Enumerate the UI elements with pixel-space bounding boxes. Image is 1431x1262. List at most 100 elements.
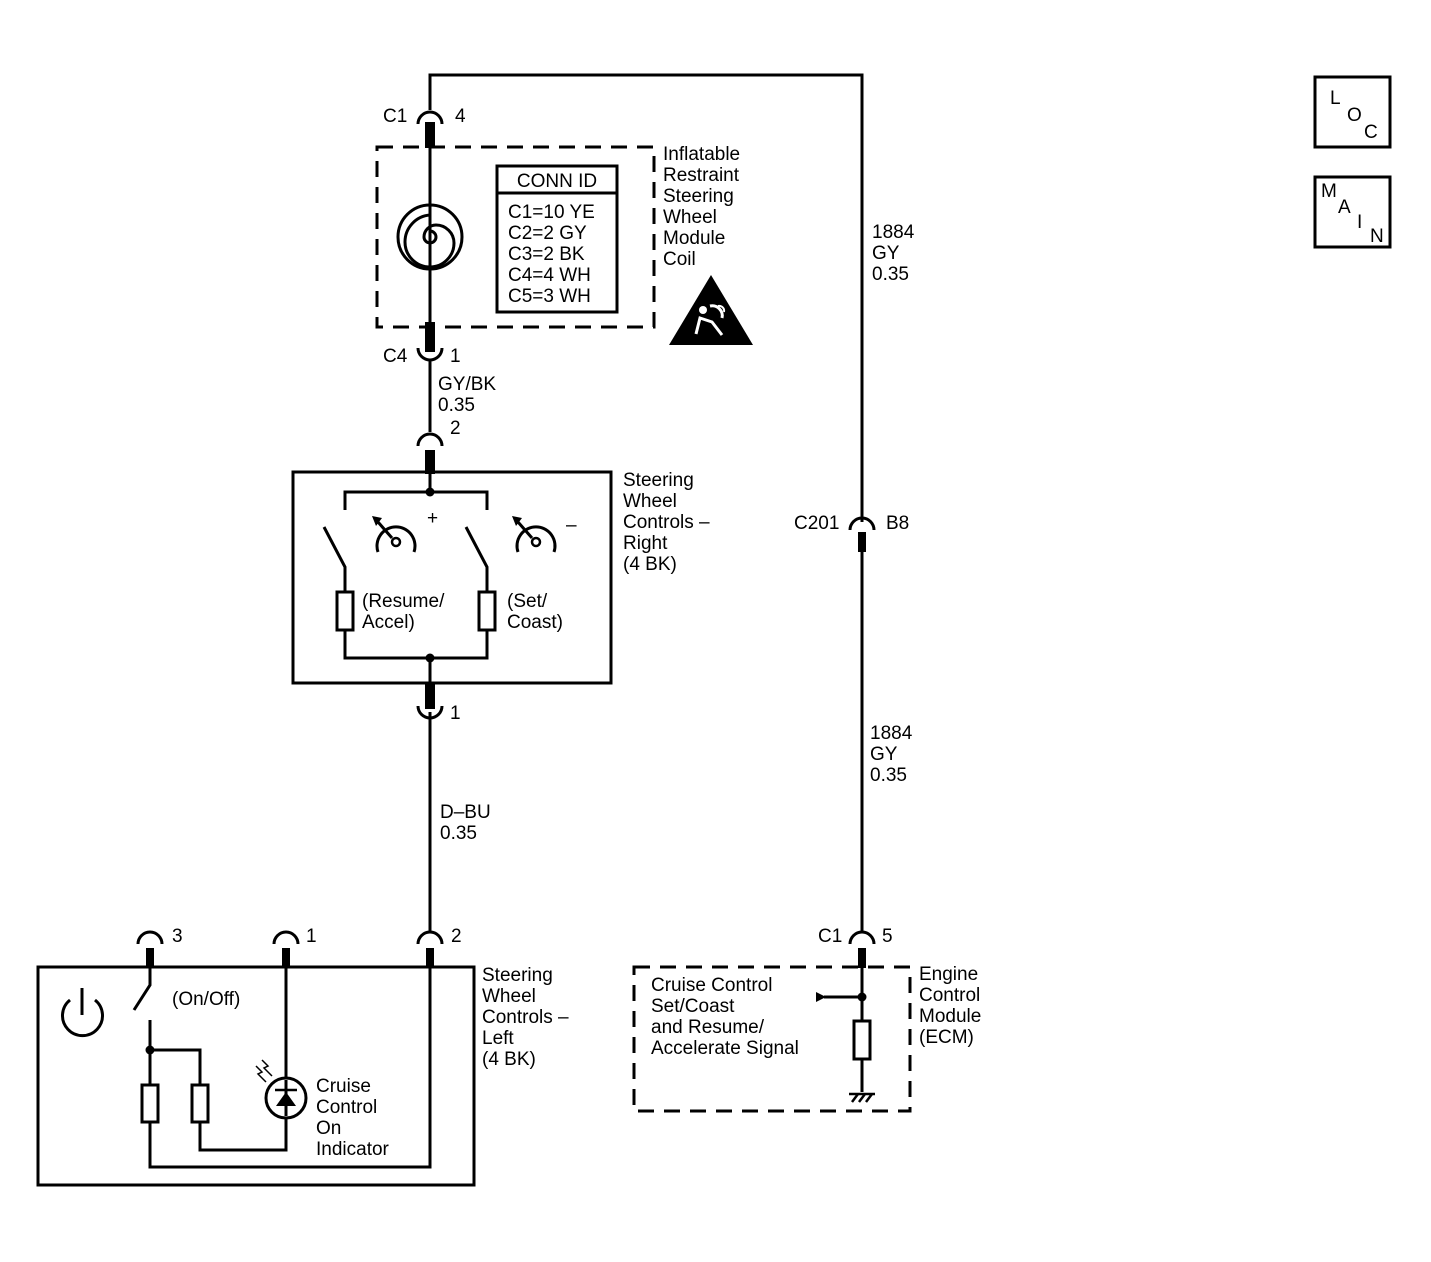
svg-text:Wheel: Wheel xyxy=(623,491,677,512)
svg-text:Controls –: Controls – xyxy=(482,1007,569,1028)
wire-label-gybk: GY/BK 0.35 xyxy=(438,374,496,416)
svg-text:Restraint: Restraint xyxy=(663,165,740,186)
ecm-boundary xyxy=(632,965,912,1113)
svg-text:GY/BK: GY/BK xyxy=(438,374,496,395)
left-controls-label: Steering Wheel Controls – Left (4 BK) xyxy=(482,965,569,1070)
svg-text:Wheel: Wheel xyxy=(663,207,717,228)
loc-button[interactable]: L O C xyxy=(1313,75,1392,149)
led-indicator-icon xyxy=(255,1059,308,1120)
right-controls-box xyxy=(291,470,613,685)
connector-c201-label: C201 xyxy=(794,513,839,534)
connector-left-pin2-label: 2 xyxy=(451,926,462,947)
right-controls-label: Steering Wheel Controls – Right (4 BK) xyxy=(623,470,710,575)
svg-text:Wheel: Wheel xyxy=(482,986,536,1007)
connector-stubs xyxy=(146,122,866,968)
connector-c4-label: C4 xyxy=(383,346,408,367)
svg-text:(Resume/: (Resume/ xyxy=(362,591,445,612)
resume-accel-label: (Resume/ Accel) xyxy=(362,591,445,633)
svg-text:Module: Module xyxy=(919,1006,981,1027)
connector-c1-pin4-arc xyxy=(416,110,444,125)
connector-c201-pin-label: B8 xyxy=(886,513,909,534)
resume-accel-resistor xyxy=(335,590,355,632)
plus-sign: + xyxy=(427,508,438,529)
ecm-signal-label: Cruise Control Set/Coast and Resume/ Acc… xyxy=(651,975,799,1059)
conn-id-row: C2=2 GY xyxy=(508,223,587,244)
svg-text:0.35: 0.35 xyxy=(440,823,477,844)
speedometer-plus-icon xyxy=(372,516,417,553)
svg-text:Controls –: Controls – xyxy=(623,512,710,533)
left-resistor-a xyxy=(140,1083,160,1124)
loc-letter-l: L xyxy=(1330,88,1341,109)
minus-sign: – xyxy=(566,515,577,536)
set-coast-label: (Set/ Coast) xyxy=(507,591,563,633)
wire-1884-gy-upper xyxy=(428,73,864,522)
connector-arcs xyxy=(136,110,876,945)
svg-text:Inflatable: Inflatable xyxy=(663,144,740,165)
clockspring-coil-icon xyxy=(396,203,464,271)
ecm-label: Engine Control Module (ECM) xyxy=(919,964,981,1048)
connector-right-pin1-label: 1 xyxy=(450,703,461,724)
svg-text:Steering: Steering xyxy=(623,470,694,491)
svg-text:(Set/: (Set/ xyxy=(507,591,548,612)
svg-text:Engine: Engine xyxy=(919,964,978,985)
connector-ecm-c1-label: C1 xyxy=(818,926,842,947)
conn-id-row: C5=3 WH xyxy=(508,286,591,307)
svg-text:Accelerate Signal: Accelerate Signal xyxy=(651,1038,799,1059)
main-letter-n: N xyxy=(1370,226,1384,247)
svg-text:0.35: 0.35 xyxy=(438,395,475,416)
connector-left-pin3-label: 3 xyxy=(172,926,183,947)
svg-text:and Resume/: and Resume/ xyxy=(651,1017,765,1038)
connector-right-pin2-label: 2 xyxy=(450,418,461,439)
svg-text:On: On xyxy=(316,1118,341,1139)
connector-c201-arc xyxy=(848,516,876,531)
svg-text:GY: GY xyxy=(872,243,900,264)
svg-text:Steering: Steering xyxy=(663,186,734,207)
svg-text:Module: Module xyxy=(663,228,725,249)
wire-label-gy-upper: 1884 GY 0.35 xyxy=(872,222,915,285)
svg-text:Steering: Steering xyxy=(482,965,553,986)
connector-left-pin2-arc xyxy=(416,930,444,945)
svg-text:(4 BK): (4 BK) xyxy=(623,554,677,575)
svg-text:Indicator: Indicator xyxy=(316,1139,390,1160)
svg-text:Right: Right xyxy=(623,533,668,554)
main-letter-m: M xyxy=(1321,181,1337,202)
wire-label-gy-lower: 1884 GY 0.35 xyxy=(870,723,913,786)
conn-id-row: C1=10 YE xyxy=(508,202,595,223)
conn-id-row: C3=2 BK xyxy=(508,244,585,265)
connector-left-pin3-arc xyxy=(136,930,164,945)
svg-text:Coil: Coil xyxy=(663,249,696,270)
loc-letter-o: O xyxy=(1347,105,1362,126)
connector-c1-label: C1 xyxy=(383,106,407,127)
wire-label-dbu: D–BU 0.35 xyxy=(440,802,491,844)
connector-ecm-pin-label: 5 xyxy=(882,926,893,947)
svg-text:Set/Coast: Set/Coast xyxy=(651,996,735,1017)
connector-c4-pin-label: 1 xyxy=(450,346,461,367)
svg-text:0.35: 0.35 xyxy=(870,765,907,786)
airbag-warning-icon xyxy=(669,275,753,345)
connector-left-pin1-arc xyxy=(272,930,300,945)
ground-icon xyxy=(849,1092,875,1103)
connector-left-pin1-label: 1 xyxy=(306,926,317,947)
svg-text:Control: Control xyxy=(919,985,980,1006)
svg-text:GY: GY xyxy=(870,744,898,765)
svg-text:D–BU: D–BU xyxy=(440,802,491,823)
power-icon xyxy=(61,988,104,1038)
cruise-indicator-label: Cruise Control On Indicator xyxy=(316,1076,390,1160)
splice-dot xyxy=(425,487,435,497)
connector-right-pin1-arc xyxy=(416,705,444,720)
svg-text:0.35: 0.35 xyxy=(872,264,909,285)
connector-c4-pin1-arc xyxy=(416,347,444,362)
loc-letter-c: C xyxy=(1364,122,1378,143)
speedometer-minus-icon xyxy=(512,516,557,553)
left-resistor-b xyxy=(190,1083,210,1124)
svg-text:(ECM): (ECM) xyxy=(919,1027,974,1048)
svg-text:1884: 1884 xyxy=(870,723,913,744)
connector-right-pin2-arc xyxy=(416,432,444,447)
splice-dot xyxy=(857,992,867,1002)
svg-text:Cruise: Cruise xyxy=(316,1076,371,1097)
main-button[interactable]: M A I N xyxy=(1313,175,1392,249)
left-controls-circuit xyxy=(132,967,432,1169)
svg-text:Control: Control xyxy=(316,1097,377,1118)
splice-dot xyxy=(145,1045,155,1055)
connector-ecm-c1-arc xyxy=(848,930,876,945)
